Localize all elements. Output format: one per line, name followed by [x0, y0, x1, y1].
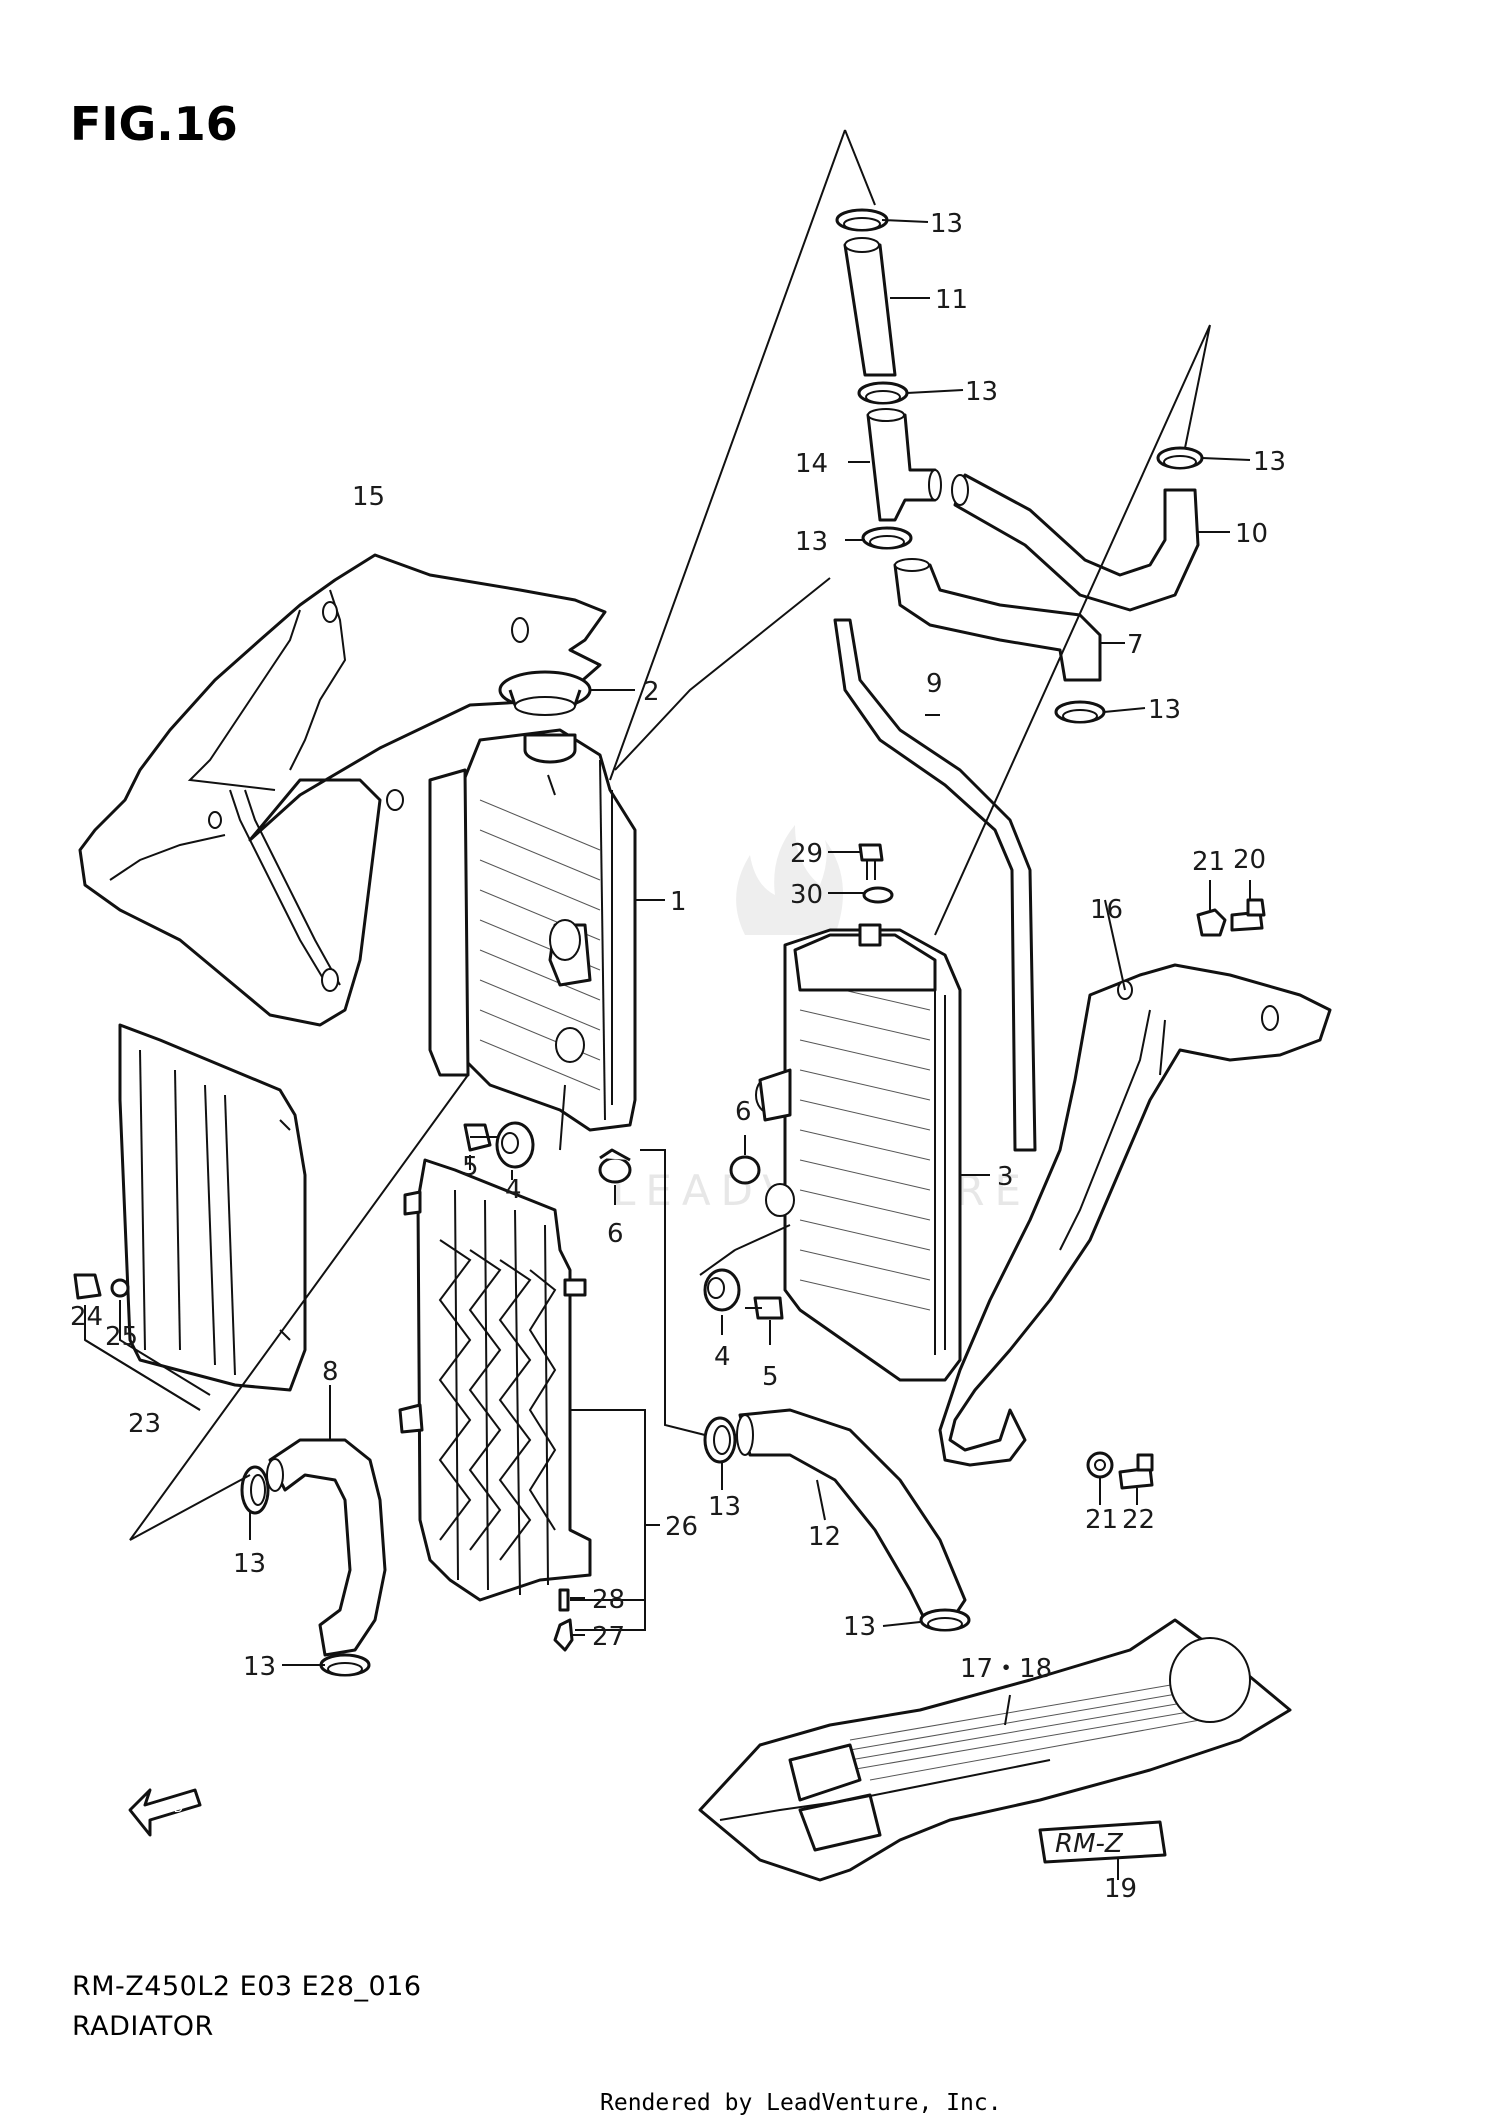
model-code: RM-Z450L2 E03 E28_016	[72, 1971, 422, 2002]
callout-6-left: 6	[607, 1219, 624, 1249]
callout-labels: 13 11 13 14 13 13 10 7 13 9 15 2 1 29 30…	[70, 209, 1286, 1904]
callout-1: 1	[670, 887, 687, 917]
callout-13-top: 13	[930, 209, 963, 239]
callout-13-e: 13	[1148, 695, 1181, 725]
clip-27	[553, 1618, 574, 1652]
callout-21-top: 21	[1192, 847, 1225, 877]
radiator-left-1	[428, 728, 637, 1132]
bolt-5-left	[463, 1123, 498, 1152]
hose-clamp-13-b	[857, 381, 909, 405]
bolt-29	[858, 843, 884, 880]
hose-clamp-13-h	[319, 1653, 371, 1677]
pin-28	[558, 1588, 570, 1612]
nut-25	[110, 1278, 130, 1298]
callout-22: 22	[1122, 1505, 1155, 1535]
decal-19-badge: RM-Z	[1055, 1829, 1124, 1859]
hose-clamp-13-c	[861, 526, 913, 550]
bolt-20	[1230, 898, 1266, 932]
callout-8: 8	[322, 1357, 339, 1387]
hose-clamp-13-top	[835, 208, 889, 232]
grommet-4-right	[703, 1268, 741, 1312]
callout-6-right: 6	[735, 1097, 752, 1127]
washer-30	[862, 886, 894, 904]
callout-27: 27	[592, 1622, 625, 1652]
callout-4-right: 4	[714, 1342, 731, 1372]
callout-11: 11	[935, 285, 968, 315]
callout-15: 15	[352, 482, 385, 512]
radiator-left-core-hatch	[479, 799, 601, 1091]
hose-12	[736, 1408, 967, 1622]
louver-26	[398, 1158, 592, 1602]
callout-13-h: 13	[243, 1652, 276, 1682]
hose-11	[843, 237, 897, 377]
hose-clamp-13-f	[240, 1465, 270, 1515]
callout-24: 24	[70, 1302, 103, 1332]
callout-26: 26	[665, 1512, 698, 1542]
figure-name: RADIATOR	[72, 2011, 214, 2042]
washer-21-bottom	[1086, 1451, 1114, 1479]
callout-19: 19	[1104, 1874, 1137, 1904]
callout-12: 12	[808, 1522, 841, 1552]
callout-21-bottom: 21	[1085, 1505, 1118, 1535]
radiator-cover-23	[118, 1023, 307, 1392]
collar-6-right	[729, 1155, 761, 1185]
callout-17-18: 17・18	[960, 1654, 1052, 1684]
callout-25: 25	[105, 1322, 138, 1352]
callout-29: 29	[790, 839, 823, 869]
callout-4-left: 4	[505, 1175, 522, 1205]
radiator-cap-2	[498, 670, 592, 716]
decal-17-18	[698, 1618, 1292, 1882]
bolt-22	[1118, 1453, 1154, 1490]
radiator-shroud-15	[78, 553, 607, 1027]
hose-clamp-13-g	[703, 1416, 737, 1464]
callout-2: 2	[643, 677, 660, 707]
nut-21-top	[1196, 908, 1227, 937]
radiator-right-3	[755, 923, 962, 1382]
callout-7: 7	[1127, 630, 1144, 660]
callout-14: 14	[795, 449, 828, 479]
callout-13-b: 13	[965, 377, 998, 407]
fwd-arrow-icon: FWD	[128, 1788, 202, 1837]
clip-24	[73, 1273, 102, 1300]
callout-10: 10	[1235, 519, 1268, 549]
grommet-4-left	[495, 1121, 535, 1169]
callout-20: 20	[1233, 845, 1266, 875]
bolt-5-right	[745, 1296, 784, 1320]
decal-19: RM-Z	[1038, 1820, 1167, 1864]
collar-6-left	[598, 1148, 632, 1184]
t-joint-14	[866, 408, 942, 522]
hose-clamp-13-e	[1054, 700, 1106, 724]
render-credit: Rendered by LeadVenture, Inc.	[600, 2090, 1002, 2116]
hose-clamp-13-d	[1156, 446, 1204, 470]
fwd-label: FWD	[155, 1801, 183, 1815]
leader-lines	[84, 129, 1251, 1880]
callout-13-d: 13	[1253, 447, 1286, 477]
callout-5-left: 5	[462, 1152, 479, 1182]
callout-13-f: 13	[233, 1549, 266, 1579]
callout-23: 23	[128, 1409, 161, 1439]
hose-8	[266, 1438, 387, 1657]
callout-16: 16	[1090, 895, 1123, 925]
callout-3: 3	[997, 1162, 1014, 1192]
callout-13-c: 13	[795, 527, 828, 557]
hose-clamp-13-i	[919, 1608, 971, 1632]
callout-13-g: 13	[708, 1492, 741, 1522]
breather-hose-9	[833, 618, 1037, 1152]
hose-10	[951, 473, 1200, 612]
radiator-shroud-16	[938, 963, 1332, 1467]
callout-13-i: 13	[843, 1612, 876, 1642]
callout-28: 28	[592, 1585, 625, 1615]
figure-title: FIG.16	[70, 97, 238, 151]
callout-30: 30	[790, 880, 823, 910]
hose-7	[893, 558, 1102, 682]
callout-9: 9	[926, 669, 943, 699]
callout-5-right: 5	[762, 1362, 779, 1392]
